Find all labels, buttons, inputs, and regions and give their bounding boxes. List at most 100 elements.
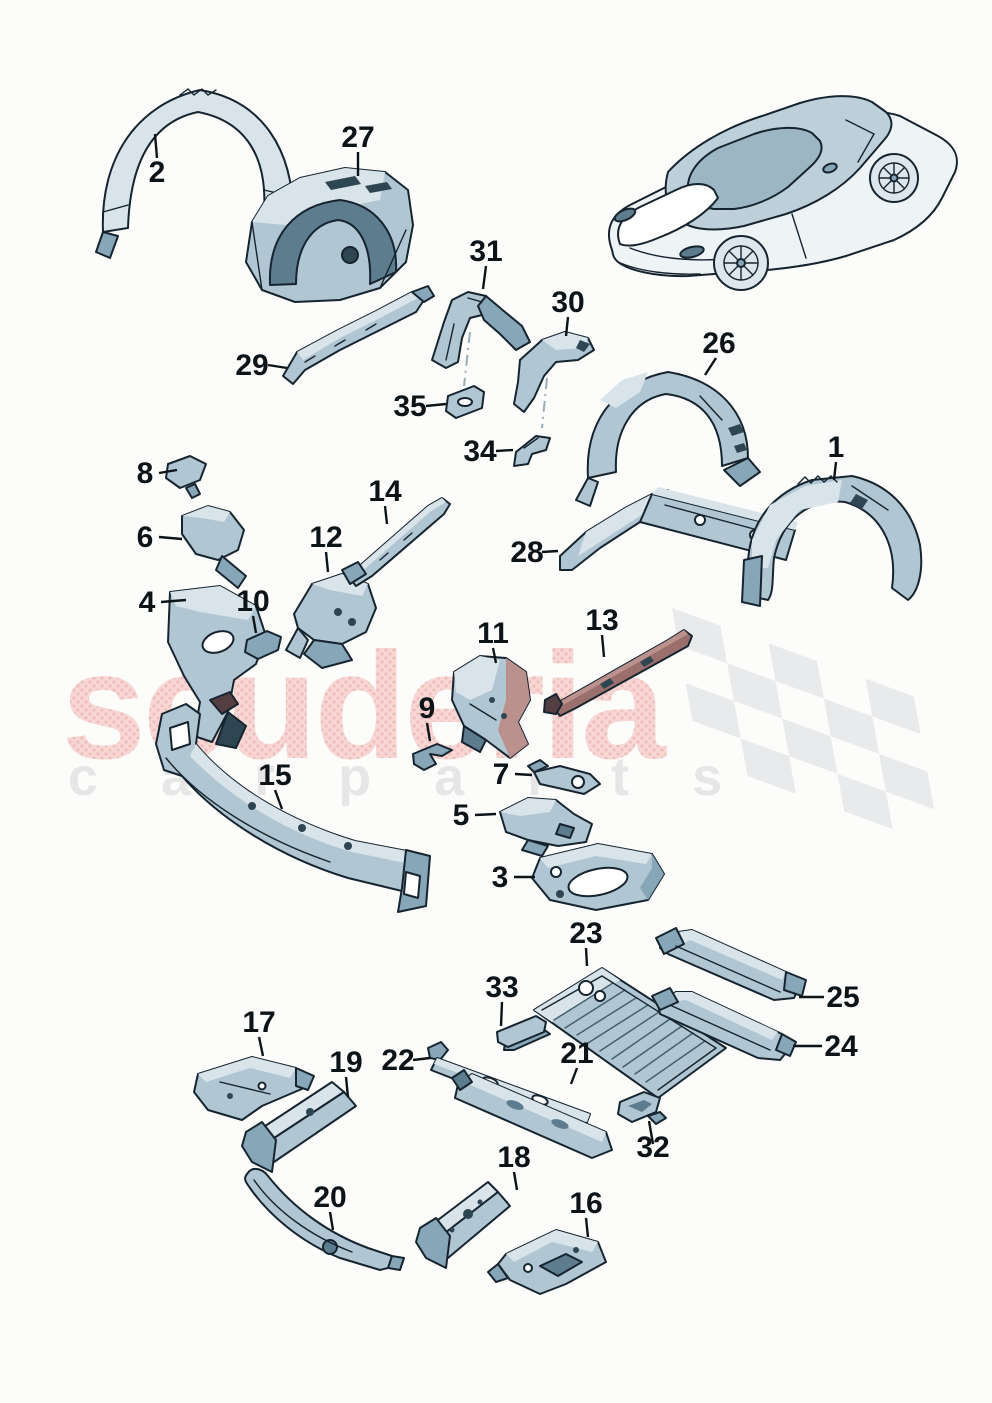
part-34-bracket [513,435,551,467]
part-label-19: 19 [329,1046,362,1079]
leader-line-13 [600,634,606,658]
part-15-cross-member [155,691,431,913]
part-9-clip [412,743,453,771]
part-32-bracket [617,1091,667,1125]
part-11-pillar-section [451,655,531,759]
part-label-32: 32 [636,1131,669,1164]
part-label-25: 25 [826,981,859,1014]
dash-link-1 [541,377,548,429]
part-20-strip [244,1168,405,1271]
part-18-beam [415,1181,511,1269]
front-wheel [869,153,919,203]
part-31-bracket [431,291,531,369]
part-label-3: 3 [492,861,509,894]
part-label-34: 34 [463,435,497,468]
leader-line-17 [257,1036,265,1057]
leader-line-26 [703,357,718,376]
part-label-26: 26 [702,327,735,360]
part-label-15: 15 [258,759,291,792]
part-label-13: 13 [585,604,618,637]
leader-line-32 [647,1120,655,1145]
part-label-8: 8 [137,457,154,490]
part-33-rail [496,1015,551,1051]
flag-square [740,738,796,794]
part-label-20: 20 [313,1181,346,1214]
leader-line-12 [324,551,330,573]
part-label-18: 18 [497,1141,530,1174]
vehicle-thumbnail [607,95,958,291]
leader-line-8 [158,468,178,475]
leader-line-9 [425,722,432,742]
part-25-rail [655,927,807,1001]
part-23-floor-panel [533,967,727,1099]
part-21-sill-panel [451,1069,613,1159]
part-30-bracket [513,331,595,413]
part-label-7: 7 [493,758,510,791]
part-label-10: 10 [236,585,269,618]
part-29-longitudinal-rail [282,285,435,385]
leader-line-33 [499,1001,504,1027]
leader-line-4 [160,598,187,604]
leader-line-29 [267,363,288,370]
leader-line-10 [251,615,258,634]
part-8-bracket [165,455,207,499]
part-label-14: 14 [368,475,402,508]
part-19-beam [241,1081,357,1173]
part-14-rail [341,497,451,587]
checkered-flag-watermark [672,608,935,830]
part-24-rail [651,987,797,1061]
part-26-wheel-housing-liner [575,371,761,507]
part-label-21: 21 [560,1037,593,1070]
leader-line-6 [158,535,183,541]
part-16-floor-piece [487,1229,607,1295]
flag-square [672,608,728,664]
flag-square [782,718,838,774]
part-label-30: 30 [551,286,584,319]
part-label-28: 28 [510,536,543,569]
leader-line-14 [383,505,389,525]
flag-square [685,683,741,739]
leader-line-16 [584,1217,590,1238]
rear-wheel [713,235,769,291]
part-label-6: 6 [137,521,154,554]
part-label-24: 24 [824,1030,858,1063]
part-label-22: 22 [381,1044,414,1077]
leader-line-1 [832,461,838,481]
flag-square [768,643,824,699]
leader-line-18 [512,1171,519,1191]
part-7-bracket [527,759,601,795]
flag-square [837,773,893,830]
leader-line-28 [541,549,559,554]
leader-line-21 [569,1067,579,1085]
part-label-23: 23 [569,917,602,950]
leader-line-19 [344,1076,350,1098]
flag-square [879,753,935,810]
leader-line-35 [425,402,447,408]
leader-line-23 [584,947,589,967]
part-label-33: 33 [485,971,518,1004]
leader-line-11 [491,647,498,664]
leader-line-30 [564,316,570,337]
part-35-bracket [445,385,485,419]
part-label-29: 29 [235,349,268,382]
leader-line-7 [514,772,533,777]
part-label-12: 12 [309,521,342,554]
part-label-27: 27 [341,121,374,154]
leader-line-31 [481,265,488,290]
leader-line-5 [474,812,497,817]
part-label-4: 4 [139,586,156,619]
part-label-16: 16 [569,1187,602,1220]
leader-line-22 [412,1056,431,1062]
leader-line-34 [495,448,514,453]
part-27-wheel-housing [245,167,414,303]
part-label-2: 2 [149,156,166,189]
part-3-panel [531,843,665,911]
part-4-panel-bracket [167,585,267,749]
flag-square [823,698,880,754]
flag-square [727,663,783,719]
part-13-sill-member [543,629,693,717]
part-label-9: 9 [419,692,436,725]
